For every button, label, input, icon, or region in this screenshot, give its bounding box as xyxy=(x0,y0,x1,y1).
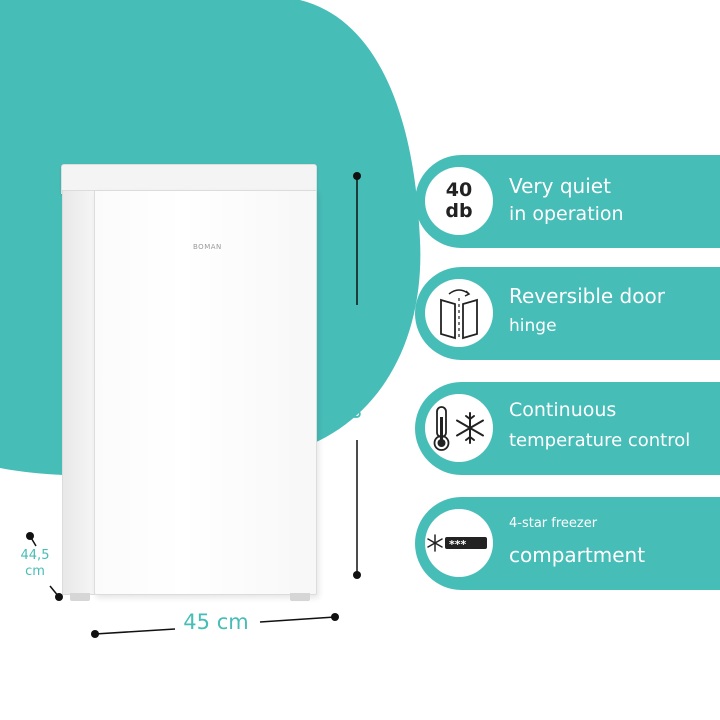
dimension-endpoint xyxy=(55,593,63,601)
feature-subtitle: in operation xyxy=(509,203,624,225)
feature-title: 4-star freezer xyxy=(509,516,598,531)
feature-subtitle: temperature control xyxy=(509,430,691,451)
fridge-door xyxy=(94,190,317,595)
width-dimension-line xyxy=(259,616,336,623)
depth-value: 44,5 xyxy=(20,548,50,563)
decibel-icon: 40 db xyxy=(425,167,493,235)
decibel-value: 40 xyxy=(445,179,473,201)
decibel-unit: db xyxy=(445,200,473,222)
width-dimension-line xyxy=(94,628,176,635)
dimension-endpoint xyxy=(26,532,34,540)
depth-dimension-label: 44,5 cm xyxy=(20,548,50,580)
dimension-endpoint xyxy=(353,571,361,579)
feature-title: Continuous xyxy=(509,399,617,421)
freezer-star-icon: *** xyxy=(425,509,493,577)
feature-freezer-compartment: *** 4-star freezer compartment xyxy=(415,497,720,590)
width-dimension-label: 45 cm xyxy=(183,610,249,634)
dimension-endpoint xyxy=(91,630,99,638)
feature-subtitle: hinge xyxy=(509,316,557,336)
feature-quiet-operation: 40 db Very quiet in operation xyxy=(415,155,720,248)
dimension-endpoint xyxy=(331,613,339,621)
depth-unit: cm xyxy=(25,564,45,579)
feature-title: Reversible door xyxy=(509,284,665,308)
thermometer-snowflake-icon xyxy=(425,394,493,462)
fridge-foot xyxy=(290,593,310,601)
svg-text:***: *** xyxy=(449,538,467,551)
fridge-brand-logo: BOMAN xyxy=(193,243,222,251)
height-dimension-label: 83,5 cm xyxy=(344,334,368,420)
fridge-foot xyxy=(70,593,90,601)
feature-reversible-door: Reversible door hinge xyxy=(415,267,720,360)
dimension-endpoint xyxy=(353,172,361,180)
fridge-side-panel xyxy=(62,190,95,595)
feature-subtitle: compartment xyxy=(509,543,646,567)
feature-temperature-control: Continuous temperature control xyxy=(415,382,720,475)
feature-title: Very quiet xyxy=(509,174,611,198)
reversible-door-icon xyxy=(425,279,493,347)
